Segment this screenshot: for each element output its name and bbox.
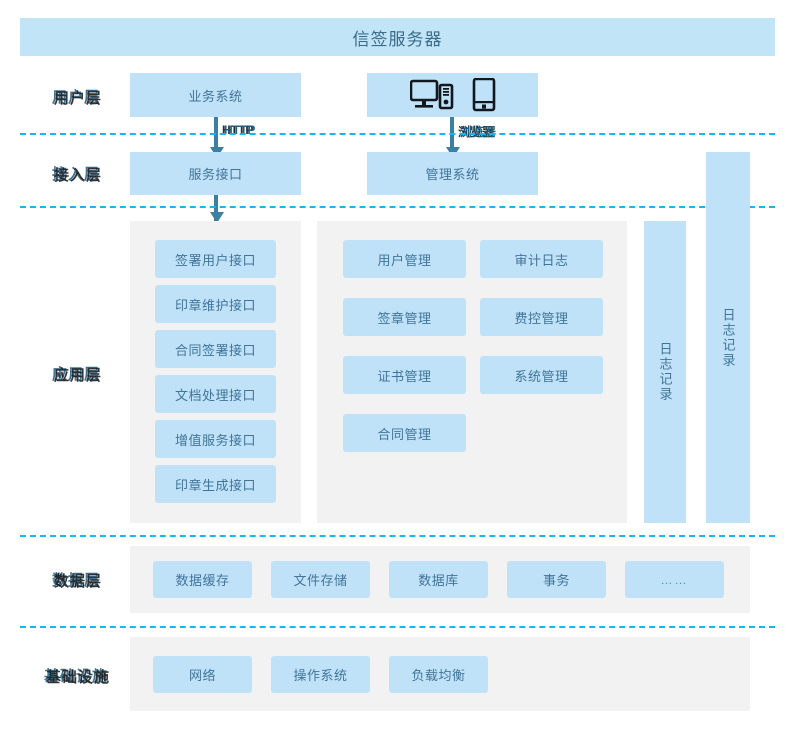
- connector-browser-label: 浏览器 浏览器: [458, 123, 497, 140]
- box-interface-1[interactable]: 签署用户接口: [155, 240, 276, 278]
- layer-label-app: 应用层 应用层: [52, 363, 103, 384]
- box-interface-6[interactable]: 印章生成接口: [155, 465, 276, 503]
- box-network-label: 网络: [188, 668, 216, 683]
- box-module-contract-mgmt-label: 合同管理: [377, 426, 432, 442]
- box-module-audit-log-label: 审计日志: [514, 252, 569, 268]
- connector-app-arrow: [210, 212, 224, 223]
- box-network[interactable]: 网络: [153, 656, 252, 693]
- layer-label-access-text: 接入层: [52, 166, 101, 183]
- divider-data-infra: [20, 626, 775, 628]
- box-interface-3[interactable]: 合同签署接口: [155, 330, 276, 368]
- diagram-title-bar: 信签服务器: [20, 18, 775, 56]
- box-module-audit-log[interactable]: 审计日志: [480, 240, 603, 278]
- desktop-computer-icon: [409, 79, 453, 110]
- layer-label-infra-shadow: 基础设施: [46, 669, 111, 686]
- box-module-seal-mgmt-label: 签章管理: [377, 310, 432, 326]
- box-interface-2-label: 印章维护接口: [174, 297, 256, 313]
- connector-browser-label-text: 浏览器: [458, 125, 495, 139]
- box-data-cache-label: 数据缓存: [175, 573, 230, 588]
- box-database[interactable]: 数据库: [389, 561, 488, 598]
- box-service-interface-label: 服务接口: [188, 167, 243, 182]
- layer-label-user-text: 用户层: [52, 89, 101, 106]
- box-log-record-inner-label: 日志记录: [657, 342, 673, 402]
- layer-label-infra-text: 基础设施: [44, 668, 109, 685]
- box-load-balancer-label: 负载均衡: [411, 668, 466, 683]
- box-database-label: 数据库: [418, 573, 459, 588]
- box-module-contract-mgmt[interactable]: 合同管理: [343, 414, 466, 452]
- box-module-cost-mgmt-label: 费控管理: [514, 310, 569, 326]
- connector-app-line: [214, 195, 218, 223]
- connector-browser-label-shadow: 浏览器: [460, 125, 497, 139]
- box-transaction-label: 事务: [542, 573, 570, 588]
- divider-app-data: [20, 535, 775, 537]
- box-data-cache[interactable]: 数据缓存: [153, 561, 252, 598]
- box-management-system-label: 管理系统: [425, 167, 480, 182]
- box-interface-4[interactable]: 文档处理接口: [155, 375, 276, 413]
- box-module-cost-mgmt[interactable]: 费控管理: [480, 298, 603, 336]
- box-log-record-outer-label: 日志记录: [720, 307, 736, 368]
- layer-label-data-text: 数据层: [52, 572, 101, 589]
- box-module-system-mgmt[interactable]: 系统管理: [480, 356, 603, 394]
- layer-label-user-shadow: 用户层: [54, 90, 103, 107]
- layer-label-app-shadow: 应用层: [54, 367, 103, 384]
- box-operating-system[interactable]: 操作系统: [271, 656, 370, 693]
- box-data-more[interactable]: ……: [625, 561, 724, 598]
- box-module-cert-mgmt[interactable]: 证书管理: [343, 356, 466, 394]
- box-log-record-inner[interactable]: 日志记录: [644, 221, 686, 523]
- layer-label-data-shadow: 数据层: [54, 573, 103, 590]
- device-icon-group: [409, 78, 496, 112]
- box-module-seal-mgmt[interactable]: 签章管理: [343, 298, 466, 336]
- box-interface-3-label: 合同签署接口: [174, 342, 256, 358]
- box-interface-5-label: 增值服务接口: [174, 432, 256, 448]
- box-load-balancer[interactable]: 负载均衡: [389, 656, 488, 693]
- box-user-devices[interactable]: [367, 73, 538, 117]
- box-interface-1-label: 签署用户接口: [174, 252, 256, 268]
- box-file-storage-label: 文件存储: [293, 573, 348, 588]
- box-business-system[interactable]: 业务系统: [130, 73, 301, 117]
- divider-access-app: [20, 206, 775, 208]
- box-module-system-mgmt-label: 系统管理: [514, 368, 569, 384]
- box-module-user-mgmt-label: 用户管理: [377, 252, 432, 268]
- layer-label-access-shadow: 接入层: [54, 167, 103, 184]
- layer-label-user: 用户层 用户层: [52, 86, 103, 107]
- box-data-more-label: ……: [660, 572, 689, 587]
- page-title: 信签服务器: [352, 29, 443, 49]
- box-module-cert-mgmt-label: 证书管理: [377, 368, 432, 384]
- box-interface-4-label: 文档处理接口: [174, 387, 256, 403]
- layer-label-data: 数据层 数据层: [52, 569, 103, 590]
- box-management-system[interactable]: 管理系统: [367, 152, 538, 195]
- box-interface-5[interactable]: 增值服务接口: [155, 420, 276, 458]
- box-business-system-label: 业务系统: [188, 88, 243, 104]
- box-file-storage[interactable]: 文件存储: [271, 561, 370, 598]
- box-interface-6-label: 印章生成接口: [174, 477, 256, 493]
- divider-user-access: [20, 133, 775, 135]
- box-log-record-outer[interactable]: 日志记录: [706, 152, 750, 523]
- box-operating-system-label: 操作系统: [293, 668, 348, 683]
- smartphone-icon: [472, 78, 495, 112]
- box-interface-2[interactable]: 印章维护接口: [155, 285, 276, 323]
- box-service-interface[interactable]: 服务接口: [130, 152, 301, 195]
- box-module-user-mgmt[interactable]: 用户管理: [343, 240, 466, 278]
- layer-label-access: 接入层 接入层: [52, 163, 103, 184]
- layer-label-infra: 基础设施 基础设施: [44, 665, 111, 686]
- layer-label-app-text: 应用层: [52, 366, 101, 383]
- box-transaction[interactable]: 事务: [507, 561, 606, 598]
